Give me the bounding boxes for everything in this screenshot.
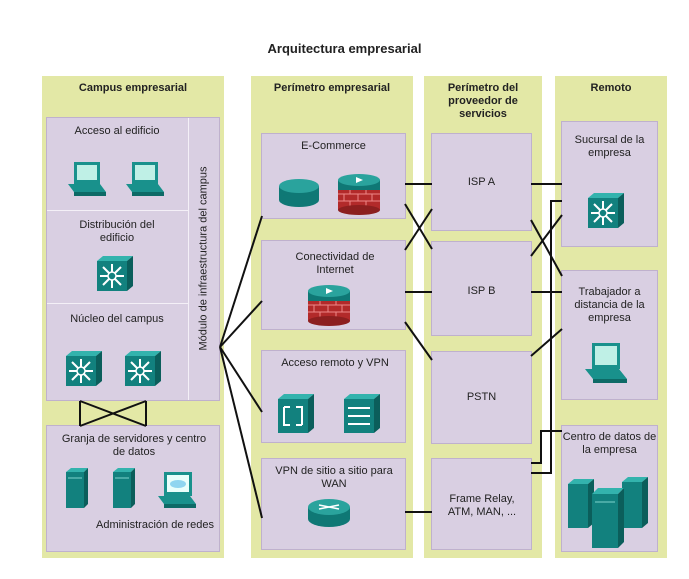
server-rack-icon bbox=[568, 477, 648, 548]
ecommerce-label: E-Commerce bbox=[301, 140, 366, 152]
link-core-farm-x2 bbox=[79, 400, 147, 427]
vpn-concentrator-icon bbox=[278, 394, 314, 433]
multilayer-switch-icon bbox=[97, 256, 133, 291]
remote-column-header: Remoto bbox=[590, 82, 632, 94]
server-farm-label: Granja de servidores y centro de datos bbox=[61, 433, 207, 458]
internet-label: Conectividad de Internet bbox=[295, 251, 375, 276]
edge-column-header: Perímetro empresarial bbox=[273, 82, 391, 94]
link-internet-ispa bbox=[404, 208, 433, 251]
building-distribution-label: Distribución del edificio bbox=[79, 219, 155, 244]
server-icon bbox=[113, 468, 135, 508]
link-ispb-branch bbox=[530, 214, 563, 257]
campus-core-label: Núcleo del campus bbox=[70, 313, 164, 325]
link-frame-datacenter bbox=[531, 430, 562, 464]
router-icon bbox=[279, 179, 319, 207]
link-internet-pstn bbox=[404, 321, 433, 361]
campus-divider-vert bbox=[188, 118, 189, 400]
firewall-icon bbox=[338, 174, 380, 215]
sp-edge-column-header: Perímetro del proveedor de servicios bbox=[447, 82, 519, 120]
server-icon bbox=[66, 468, 88, 508]
datacenter-label: Centro de datos de la empresa bbox=[562, 431, 657, 456]
teleworker-label: Trabajador a distancia de la empresa bbox=[574, 286, 645, 324]
link-frame-branch bbox=[531, 200, 562, 474]
management-workstation-icon bbox=[158, 472, 196, 508]
building-access-label: Acceso al edificio bbox=[74, 125, 160, 137]
frame-relay-label: Frame Relay, ATM, MAN, ... bbox=[447, 493, 517, 518]
core-switch-icon bbox=[66, 351, 102, 386]
wan-label: VPN de sitio a sitio para WAN bbox=[275, 465, 393, 490]
link-core-internet bbox=[219, 300, 263, 348]
link-core-wan bbox=[219, 346, 263, 519]
link-pstn-teleworker bbox=[530, 328, 563, 357]
vpn-label: Acceso remoto y VPN bbox=[281, 357, 389, 369]
multilayer-switch-icon bbox=[588, 193, 624, 228]
pc-icon bbox=[126, 162, 164, 196]
vpn-switch-icon bbox=[344, 394, 380, 433]
link-core-vpn bbox=[219, 346, 263, 413]
isp-a-label: ISP A bbox=[467, 176, 496, 188]
campus-divider-1 bbox=[47, 210, 188, 211]
pc-icon bbox=[68, 162, 106, 196]
diagram-title: Arquitectura empresarial bbox=[267, 41, 422, 56]
link-ecommerce-ispb bbox=[404, 203, 433, 250]
isp-a-box bbox=[431, 133, 532, 231]
pstn-box bbox=[431, 351, 532, 444]
pstn-label: PSTN bbox=[466, 391, 497, 403]
pc-icon bbox=[585, 343, 627, 383]
core-switch-icon bbox=[125, 351, 161, 386]
router-icon bbox=[308, 499, 350, 527]
branch-label: Sucursal de la empresa bbox=[574, 134, 645, 159]
isp-b-label: ISP B bbox=[467, 285, 496, 297]
link-ispa-teleworker bbox=[530, 219, 563, 277]
firewall-icon bbox=[308, 285, 350, 326]
frame-relay-box bbox=[431, 458, 532, 550]
isp-b-box bbox=[431, 241, 532, 336]
link-core-ecommerce bbox=[219, 215, 263, 348]
network-management-label: Administración de redes bbox=[96, 519, 215, 531]
campus-divider-2 bbox=[47, 303, 188, 304]
campus-column-header: Campus empresarial bbox=[78, 82, 188, 94]
